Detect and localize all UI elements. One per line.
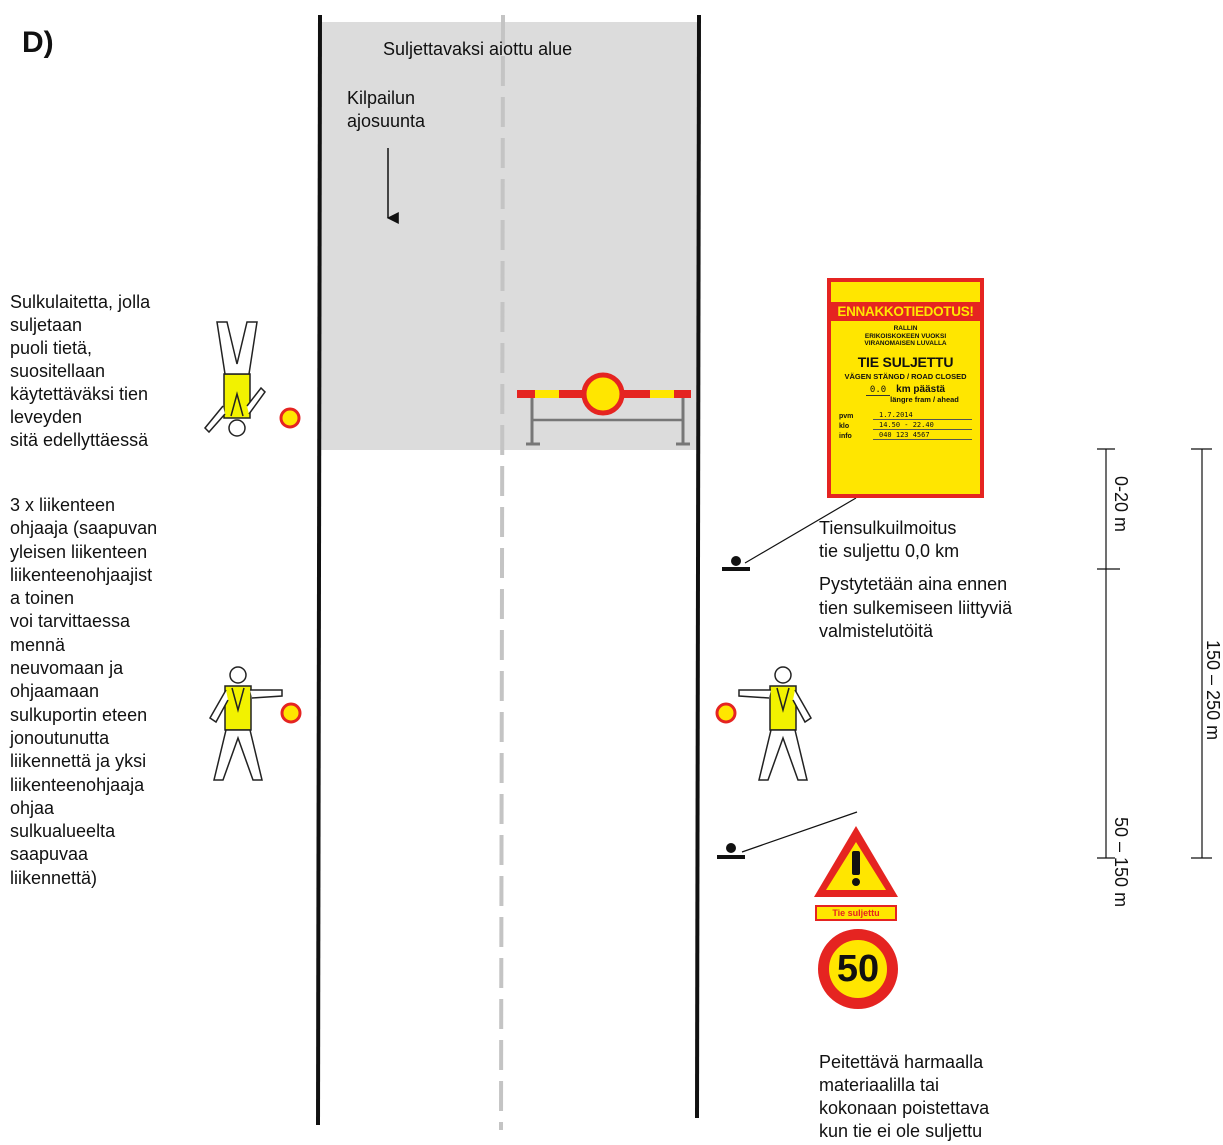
signs-note: Peitettävä harmaalla materiaalilla tai k…: [819, 1052, 990, 1141]
stop-paddle-icon: [715, 702, 737, 724]
notice-small-line: RALLIN: [893, 325, 918, 332]
stop-paddle-icon: [280, 702, 302, 724]
supplementary-sign: Tie suljettu: [815, 905, 897, 921]
traffic-controller-icon: [203, 321, 266, 437]
road-edge-right: [695, 14, 701, 1119]
dimension-label-mid: 50 – 150 m: [1111, 817, 1131, 908]
dimension-line-short: [1097, 448, 1120, 570]
sign-post-marker-icon: [722, 497, 857, 571]
notice-ahead-label: längre fram / ahead: [890, 394, 959, 404]
notice-km-value: 0.0: [865, 384, 891, 396]
notice-small-line: ERIKOISKOKEEN VUOKSI: [864, 332, 947, 340]
warning-sign-icon: [814, 826, 898, 897]
controllers-note: 3 x liikenteen ohjaaja (saapuvan yleisen…: [10, 495, 158, 888]
notice-heading: ENNAKKOTIEDOTUS!: [831, 302, 980, 321]
barrier-icon: [517, 372, 691, 446]
road-edge-left: [316, 14, 322, 1126]
closure-area-label: Suljettavaksi aiottu alue: [383, 39, 573, 59]
notice-small-line: VIRANOMAISEN LUVALLA: [864, 340, 947, 347]
dimension-line-mid: [1097, 569, 1115, 859]
diagram-title: D): [22, 26, 54, 59]
notice-km-label: km päästä: [896, 383, 946, 395]
dimension-line-total: [1191, 448, 1212, 859]
dimension-label-total: 150 – 250 m: [1203, 640, 1223, 741]
stop-paddle-icon: [279, 407, 301, 429]
road-closure-notice-sign: ENNAKKOTIEDOTUS! RALLIN ERIKOISKOKEEN VU…: [827, 278, 984, 498]
notice-closed-languages: VÄGEN STÄNGD / ROAD CLOSED: [844, 371, 967, 381]
notice-note: Pystytetään aina ennen tien sulkemiseen …: [819, 574, 1013, 641]
dimension-label-short: 0-20 m: [1111, 476, 1131, 533]
barrier-note: Sulkulaitetta, jolla suljetaan puoli tie…: [10, 292, 151, 450]
traffic-controller-icon: [209, 666, 283, 781]
sign-post-marker-icon: [717, 811, 858, 859]
notice-closed: TIE SULJETTU: [857, 353, 954, 370]
speed-limit-sign: 50: [818, 929, 898, 1009]
notice-caption: Tiensulkuilmoitus tie suljettu 0,0 km: [819, 518, 960, 561]
closure-area: [320, 22, 697, 450]
direction-label: Kilpailun ajosuunta: [347, 88, 426, 131]
traffic-controller-icon: [738, 666, 812, 781]
road-center-line: [499, 14, 505, 1131]
